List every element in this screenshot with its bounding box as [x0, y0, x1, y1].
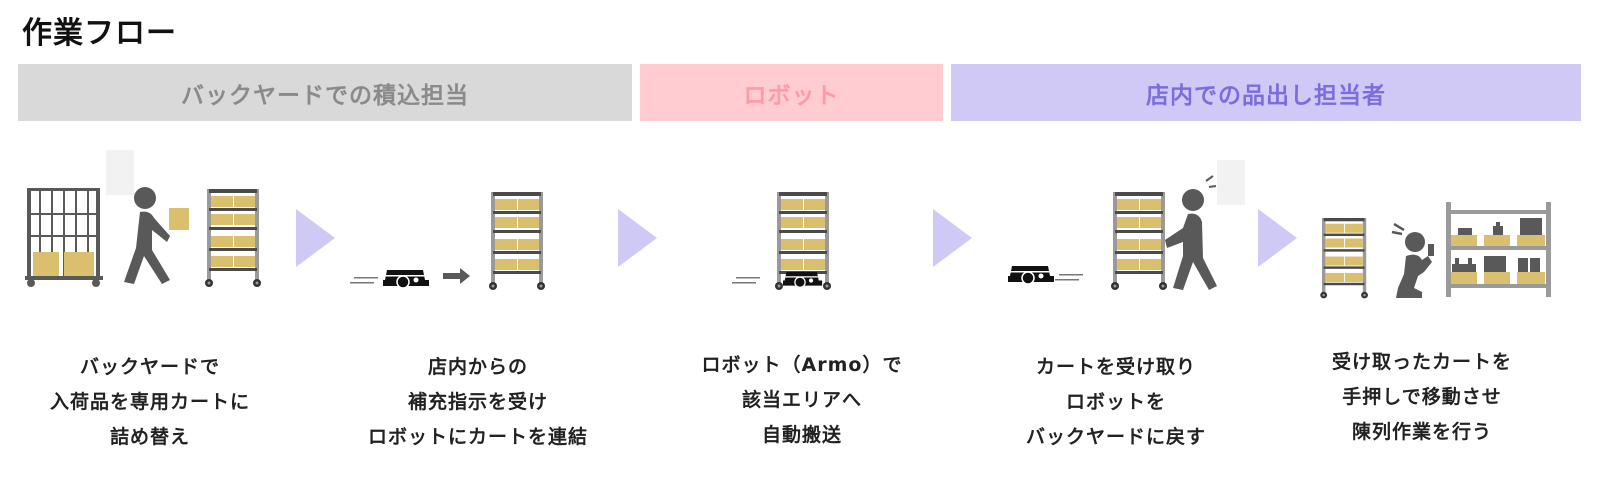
- motion-lines-icon: [732, 277, 760, 284]
- robot-icon: [1007, 265, 1055, 285]
- caption-line: ロボットを: [1065, 391, 1166, 413]
- motion-lines-icon: [1055, 274, 1083, 281]
- caption-line: ロボットにカートを連結: [367, 426, 588, 448]
- pushing-person-icon: [1165, 175, 1217, 290]
- caption-line: バックヤードで: [79, 356, 220, 378]
- flow-arrow-icon: [933, 209, 972, 267]
- walking-person-icon: [124, 187, 170, 284]
- caption-line: 入荷品を専用カートに: [49, 391, 250, 413]
- shelf-cart-icon: [489, 192, 545, 290]
- flow-arrow-icon: [296, 209, 335, 267]
- box-icon: [169, 208, 189, 230]
- right-arrow-icon: [443, 268, 470, 284]
- lane-label: バックヤードでの積込担当: [181, 82, 469, 109]
- caption-line: ロボット（Armo）で: [701, 354, 903, 376]
- caption-line: 補充指示を受け: [407, 391, 548, 413]
- shelf-cart-icon: [1320, 218, 1368, 299]
- caption-line: 詰め替え: [109, 426, 190, 448]
- robot-icon: [782, 271, 823, 288]
- caption-line: バックヤードに戻す: [1025, 426, 1206, 448]
- store-shelf-icon: [1446, 202, 1551, 297]
- flow-arrow-icon: [1258, 209, 1297, 267]
- lane-label: ロボット: [743, 82, 840, 109]
- lane-backyard-loader: バックヤードでの積込担当: [18, 64, 632, 121]
- step-caption-4: カートを受け取り ロボットを バックヤードに戻す: [966, 350, 1266, 455]
- worker-receiving-cart-icon: [1007, 160, 1245, 290]
- motion-lines-icon: [350, 277, 378, 284]
- worker-stocking-shelf-icon: [1320, 202, 1551, 299]
- note-placeholder: [1217, 160, 1245, 205]
- step-caption-1: バックヤードで 入荷品を専用カートに 詰め替え: [0, 350, 300, 455]
- lane-store-stocker: 店内での品出し担当者: [951, 64, 1581, 121]
- caption-line: 陳列作業を行う: [1351, 421, 1492, 443]
- step-caption-2: 店内からの 補充指示を受け ロボットにカートを連結: [328, 350, 628, 455]
- robot-carrying-cart-icon: [732, 192, 831, 290]
- caption-line: カートを受け取り: [1035, 356, 1196, 378]
- caption-line: 自動搬送: [761, 424, 842, 446]
- shelf-cart-icon: [205, 189, 261, 287]
- caption-line: 該当エリアへ: [741, 389, 862, 411]
- robot-icon: [382, 269, 430, 289]
- caption-line: 受け取ったカートを: [1331, 351, 1512, 373]
- roll-cart-icon: [25, 188, 103, 287]
- note-placeholder: [106, 150, 134, 195]
- caption-line: 店内からの: [427, 356, 528, 378]
- robot-connect-cart-icon: [350, 192, 545, 290]
- page-title: 作業フロー: [22, 16, 177, 51]
- shelf-cart-icon: [1111, 192, 1167, 290]
- worker-loading-cart-icon: [25, 150, 261, 287]
- lane-robot: ロボット: [640, 64, 943, 121]
- step-caption-5: 受け取ったカートを 手押しで移動させ 陳列作業を行う: [1272, 345, 1572, 450]
- lane-label: 店内での品出し担当者: [1146, 82, 1386, 109]
- kneeling-person-icon: [1391, 222, 1434, 298]
- flow-arrow-icon: [618, 209, 657, 267]
- step-caption-3: ロボット（Armo）で 該当エリアへ 自動搬送: [652, 348, 952, 453]
- caption-line: 手押しで移動させ: [1342, 386, 1502, 408]
